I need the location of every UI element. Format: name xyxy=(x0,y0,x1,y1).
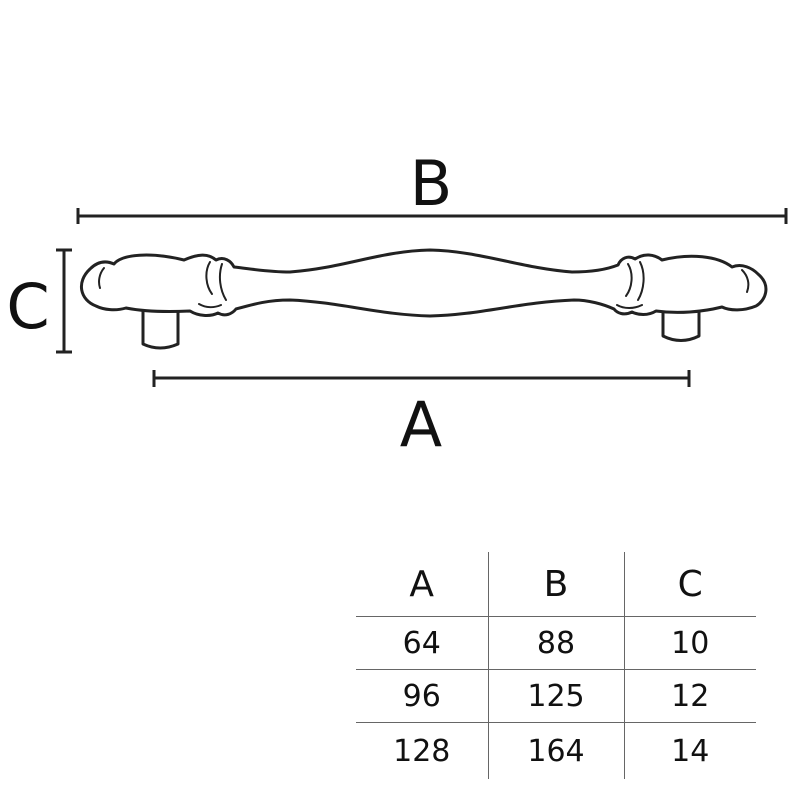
table-cell-a: 64 xyxy=(356,616,488,670)
table-cell-c: 14 xyxy=(623,722,756,779)
dimension-c-label: C xyxy=(6,270,49,343)
table-header-a: A xyxy=(356,552,488,617)
table-cell-b: 164 xyxy=(487,722,624,779)
dimension-a-label: A xyxy=(400,388,442,461)
dimension-c xyxy=(56,248,72,354)
table-cell-b: 125 xyxy=(487,669,624,723)
table-cell-a: 128 xyxy=(393,733,451,769)
table-header-row: A B C xyxy=(356,552,756,617)
table-row: 64 88 10 xyxy=(356,616,756,670)
table-row: 128 164 14 xyxy=(356,722,756,779)
table-header-c: C xyxy=(623,552,756,617)
handle-body xyxy=(80,248,768,318)
left-mounting-post xyxy=(141,301,180,350)
cabinet-handle xyxy=(80,248,768,350)
right-ornament xyxy=(616,261,750,309)
dimension-b xyxy=(76,208,788,224)
dimension-b-label: B xyxy=(410,147,453,220)
dimension-table: A B C 64 88 10 96 125 12 128 164 14 xyxy=(356,552,756,779)
table-row: 96 125 12 xyxy=(356,669,756,723)
table-header-b: B xyxy=(487,552,624,617)
table-cell-a: 96 xyxy=(356,669,488,723)
table-cell-c: 12 xyxy=(623,669,756,723)
table-cell-b: 88 xyxy=(487,616,624,670)
dimension-a xyxy=(152,370,691,387)
table-cell-c: 10 xyxy=(623,616,756,670)
left-ornament xyxy=(98,261,227,309)
